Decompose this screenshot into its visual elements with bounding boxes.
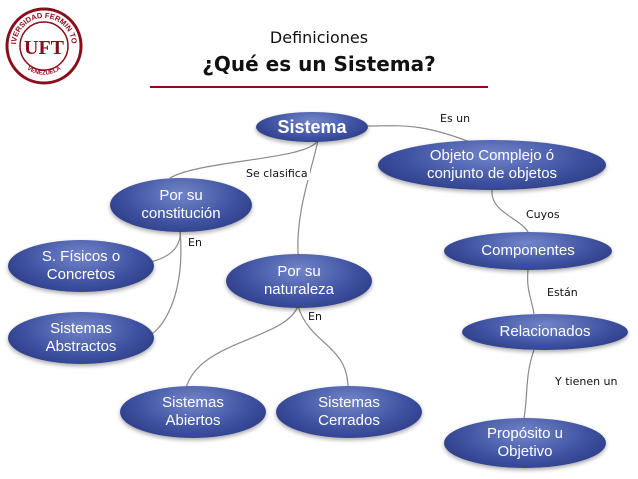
link-label-se-clasifica: Se clasifica (244, 167, 310, 180)
page-title: ¿Qué es un Sistema? (202, 52, 436, 76)
node-por-su-naturaleza: Por su naturaleza (226, 254, 372, 308)
link-label-es-un: Es un (438, 112, 473, 125)
connector-constitucion-abstractos (149, 229, 182, 336)
node-componentes: Componentes (444, 232, 612, 270)
university-logo: UNIVERSIDAD FERMIN TORO VENEZUELA UFT (1, 0, 84, 86)
node-sistemas-abiertos: Sistemas Abiertos (120, 386, 266, 438)
node-sistemas-cerrados: Sistemas Cerrados (276, 386, 422, 438)
connector-sistema-naturaleza (297, 139, 319, 255)
node-fisicos-concretos: S. Físicos o Concretos (8, 240, 154, 292)
link-label-estan: Están (545, 286, 580, 299)
connector-naturaleza-abiertos (185, 305, 299, 389)
node-proposito-objetivo: Propósito u Objetivo (444, 418, 606, 468)
connector-constitucion-fisicos (149, 229, 181, 263)
node-por-su-constitucion: Por su constitución (110, 178, 252, 232)
node-sistema: Sistema (256, 112, 368, 142)
connector-sistema-constitucion (169, 139, 319, 179)
logo-monogram: UFT (24, 37, 65, 59)
link-label-en-constitucion: En (186, 236, 204, 249)
title-underline (150, 86, 488, 88)
node-relacionados: Relacionados (462, 314, 628, 350)
connector-objeto-componentes (491, 189, 529, 233)
connector-relacionados-proposito (523, 349, 535, 419)
link-label-cuyos: Cuyos (524, 208, 562, 221)
link-label-y-tienen-un: Y tienen un (553, 375, 620, 388)
svg-text:VENEZUELA: VENEZUELA (26, 65, 63, 76)
page-subtitle: Definiciones (269, 28, 369, 47)
node-sistemas-abstractos: Sistemas Abstractos (8, 312, 154, 364)
node-objeto-complejo: Objeto Complejo ó conjunto de objetos (378, 140, 606, 190)
logo-country-text: VENEZUELA (26, 65, 63, 76)
connector-sistema-objeto (365, 125, 476, 145)
connector-componentes-relacionados (527, 269, 535, 315)
link-label-en-naturaleza: En (306, 310, 324, 323)
connector-naturaleza-cerrados (297, 305, 349, 389)
